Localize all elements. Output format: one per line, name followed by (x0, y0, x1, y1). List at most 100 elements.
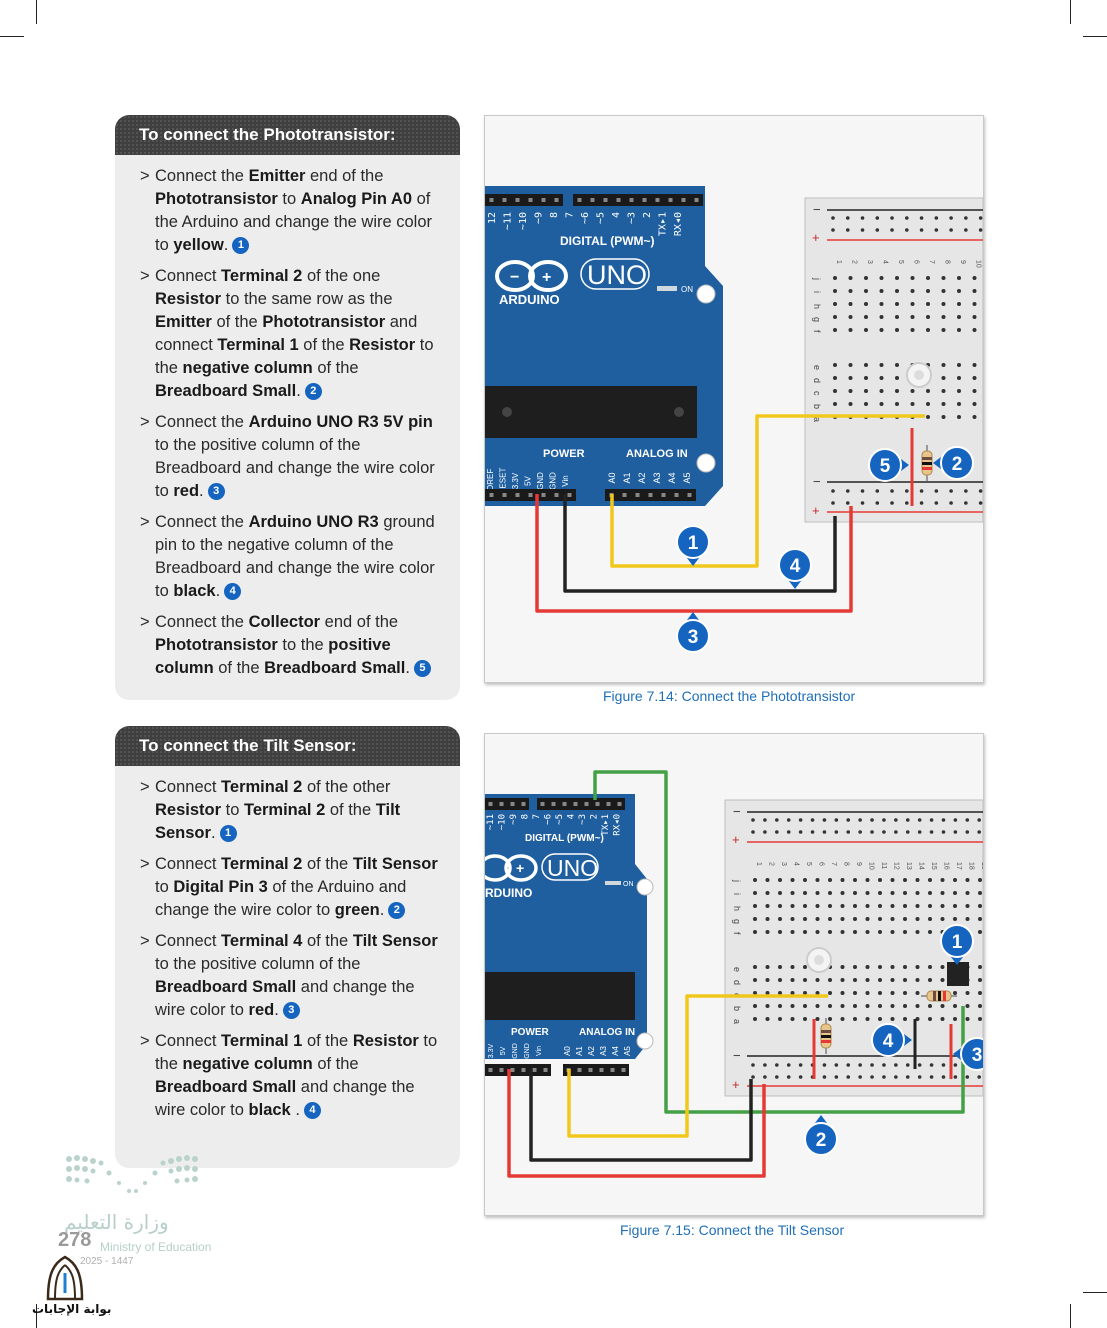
step-item: >Connect Terminal 2 of the one Resistor … (115, 265, 460, 403)
digital-pin-label: TX▸1 (658, 212, 669, 236)
mounting-hole (636, 878, 654, 896)
terminal-hole (765, 917, 770, 921)
digital-pin-label: 12 (487, 212, 498, 224)
terminal-hole (957, 289, 961, 293)
terminal-hole (926, 315, 930, 319)
step-keyword: Terminal 4 (221, 932, 303, 950)
terminal-hole (765, 965, 770, 969)
terminal-hole (815, 878, 820, 882)
terminal-hole (940, 891, 945, 895)
terminal-hole (840, 904, 845, 908)
pin-hole (687, 493, 692, 497)
pin-hole (573, 802, 578, 806)
rail-minus-label: − (813, 202, 821, 217)
marker-label: 5 (880, 456, 891, 477)
terminal-hole (828, 1004, 832, 1008)
rail-hole (831, 501, 835, 505)
rail-hole (775, 1063, 779, 1067)
terminal-hole (928, 904, 932, 908)
terminal-hole (853, 1017, 857, 1021)
digital-pin-label: ~3 (578, 814, 588, 825)
terminal-hole (895, 302, 899, 306)
terminal-hole (765, 978, 770, 982)
terminal-hole (828, 930, 832, 934)
power-pin-label: IOREF (486, 469, 495, 494)
pin-header (485, 798, 529, 810)
step-text: of the (298, 336, 350, 354)
rail-hole (919, 489, 924, 493)
pin-header (563, 1064, 629, 1076)
pin-hole (515, 493, 520, 497)
digital-pin-label: RX◂0 (613, 814, 623, 836)
terminal-hole (790, 965, 795, 969)
column-number: 1 (835, 260, 842, 264)
step-number-badge: 1 (232, 237, 250, 254)
step-number-badge: 1 (219, 825, 237, 842)
terminal-hole (765, 1004, 770, 1008)
step-keyword: Digital Pin 3 (173, 878, 268, 896)
step-arrow-icon: > (140, 167, 150, 185)
wire (507, 1069, 766, 1178)
column-number: 19 (980, 862, 983, 870)
row-letter: c (812, 391, 822, 396)
pin-hole (521, 802, 526, 806)
mounting-hole (696, 284, 716, 304)
rail-hole (798, 830, 803, 834)
chip-dot (502, 407, 512, 417)
terminal-hole (865, 891, 870, 895)
terminal-hole (803, 930, 807, 934)
rail-hole (822, 818, 827, 822)
terminal-hole (840, 978, 845, 982)
pin-hole (629, 198, 634, 202)
terminal-hole (879, 389, 884, 393)
step-text: of the (312, 359, 359, 377)
terminal-hole (965, 904, 970, 908)
pin-hole (617, 802, 622, 806)
step-keyword: yellow (173, 236, 224, 254)
terminal-hole (778, 878, 782, 882)
rail-hole (929, 1075, 934, 1079)
rail-hole (934, 228, 939, 232)
terminal-hole (879, 363, 884, 367)
pin-hole (541, 198, 546, 202)
rail-hole (846, 1075, 851, 1079)
terminal-hole (833, 289, 837, 293)
digital-pin-label: ~3 (627, 212, 638, 224)
rail-hole (831, 489, 835, 493)
terminal-hole (853, 930, 857, 934)
terminal-hole (890, 904, 895, 908)
terminal-hole (778, 904, 782, 908)
rail-hole (763, 1075, 767, 1079)
power-pin-label: 5V (500, 1046, 507, 1055)
terminal-hole (957, 389, 961, 393)
terminal-hole (778, 978, 782, 982)
column-number: 5 (805, 862, 812, 866)
rail-hole (977, 830, 981, 834)
step-number-badge: 2 (304, 383, 322, 400)
terminal-hole (828, 878, 832, 882)
column-number: 2 (851, 260, 858, 264)
pin-hole (567, 493, 572, 497)
power-pin-label: 3.3V (511, 472, 520, 489)
terminal-hole (853, 878, 857, 882)
terminal-hole (765, 891, 770, 895)
terminal-hole (790, 930, 795, 934)
terminal-hole (978, 930, 982, 934)
step-text: . (290, 1101, 300, 1119)
terminal-hole (890, 991, 895, 995)
terminal-hole (957, 302, 961, 306)
rail-hole (917, 1063, 922, 1067)
terminal-hole (848, 302, 853, 306)
marker-label: 4 (883, 1031, 894, 1052)
terminal-hole (972, 402, 977, 406)
rail-hole (890, 501, 894, 505)
pin-hole (541, 493, 546, 497)
terminal-hole (903, 991, 907, 995)
step-text: Connect the (155, 413, 249, 431)
rail-hole (978, 489, 983, 493)
digital-pin-label: 2 (590, 814, 600, 819)
terminal-hole (833, 315, 837, 319)
pin-hole (635, 493, 640, 497)
rail-hole (846, 1063, 851, 1067)
